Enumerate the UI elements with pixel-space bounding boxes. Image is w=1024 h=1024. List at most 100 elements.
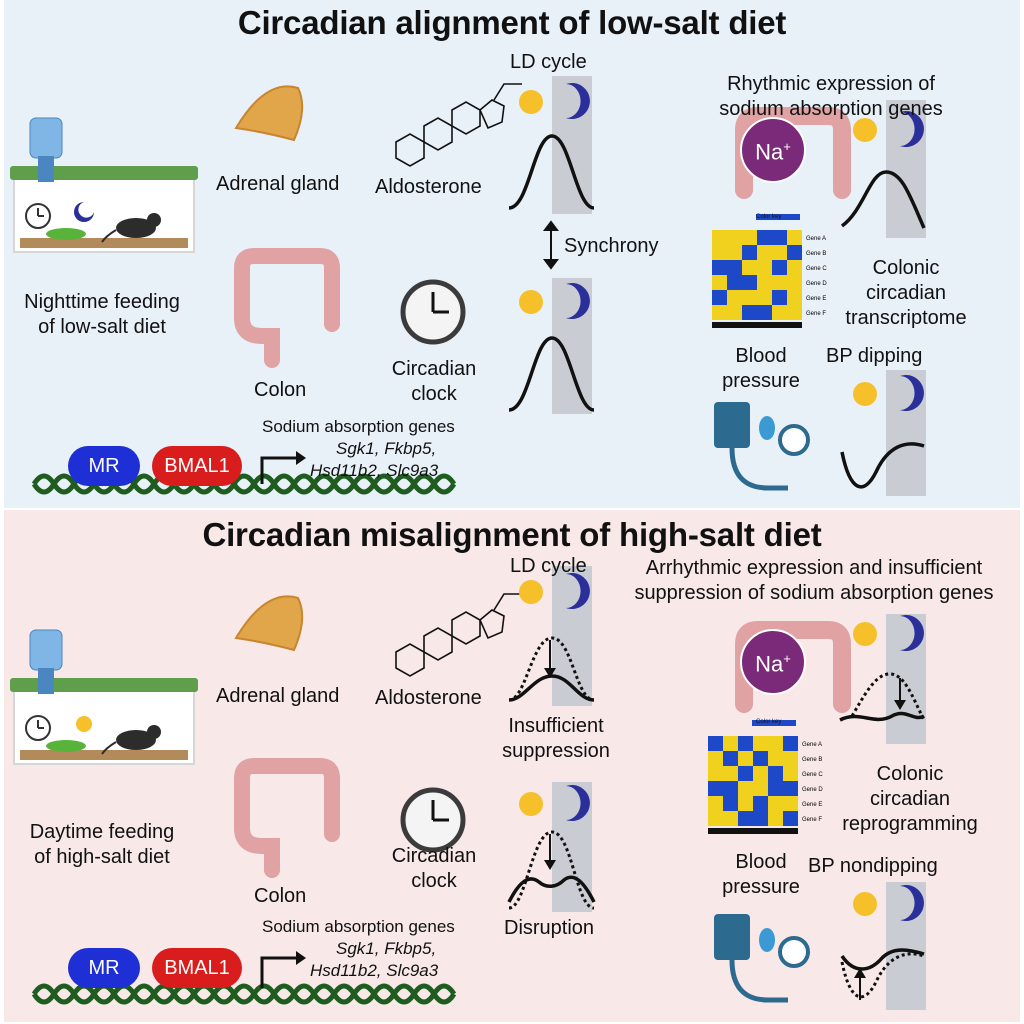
heatmap-cell (708, 766, 723, 781)
heatmap-gene-label: Gene F (802, 817, 822, 823)
heatmap-cell (742, 230, 757, 245)
mr-label: MR (88, 957, 120, 979)
heatmap-cell (753, 766, 768, 781)
heatmap-cell (708, 796, 723, 811)
top-panel: Circadian alignment of low-salt diet (4, 0, 1020, 508)
sodium-label: Na+ (755, 139, 791, 165)
ld-cycle-lower (508, 278, 595, 414)
heatmap-cell (738, 796, 753, 811)
mr-label: MR (88, 455, 120, 477)
heatmap-cell (708, 751, 723, 766)
heatmap-gene-label: Gene F (806, 311, 826, 317)
heatmap-cell (783, 781, 798, 796)
heatmap-cell (757, 245, 772, 260)
heatmap-cell (723, 766, 738, 781)
bp-dipping-label: BP dipping (826, 345, 923, 367)
top-title: Circadian alignment of low-salt diet (237, 4, 787, 41)
blood-pressure-monitor-icon (714, 914, 810, 1003)
heatmap-cell (768, 781, 783, 796)
colon-label: Colon (254, 885, 307, 907)
heatmap-cell (768, 796, 783, 811)
heatmap-cell (723, 811, 738, 826)
heatmap-key-label: Color key (756, 719, 782, 725)
heatmap-cell (742, 290, 757, 305)
heatmap-cell (712, 275, 727, 290)
heatmap-cell (757, 305, 772, 320)
rhythmic-label: Rhythmic expression of sodium absorption… (719, 73, 943, 120)
heatmap-cell (753, 736, 768, 751)
adrenal-gland-icon (234, 595, 304, 652)
circadian-clock-icon (400, 787, 466, 853)
blood-pressure-label: Blood pressure (722, 851, 800, 898)
heatmap-gene-label: Gene B (806, 251, 826, 257)
heatmap-cell (787, 260, 802, 275)
heatmap-cell (738, 736, 753, 751)
sodium-genes-line2: Hsd11b2, Slc9a3 (310, 961, 439, 980)
aldosterone-label: Aldosterone (375, 176, 482, 198)
colon-sodium-icon (735, 621, 851, 713)
bottom-panel: Circadian misalignment of high-salt diet (4, 510, 1020, 1022)
circadian-clock-icon (400, 279, 466, 345)
clock-label: Circadian clock (391, 358, 477, 405)
rhythmic-expression-plot (840, 100, 926, 238)
heatmap-cell (742, 305, 757, 320)
heatmap-cell (772, 230, 787, 245)
heatmap-cell (772, 260, 787, 275)
heatmap-cell (712, 230, 727, 245)
heatmap-cell (768, 751, 783, 766)
heatmap-cell (772, 275, 787, 290)
insufficient-label: Insufficient suppression (502, 715, 610, 762)
colon-icon (234, 758, 340, 878)
heatmap-cell (757, 275, 772, 290)
heatmap-gene-label: Gene D (806, 281, 827, 287)
adrenal-label: Adrenal gland (216, 685, 340, 707)
heatmap-cell (757, 290, 772, 305)
heatmap-cell (738, 751, 753, 766)
heatmap-cell (787, 305, 802, 320)
heatmap-cell (768, 736, 783, 751)
heatmap-cell (787, 290, 802, 305)
ld-cycle-label: LD cycle (510, 51, 587, 73)
dna-helix-icon (31, 983, 457, 1005)
heatmap-cell (708, 736, 723, 751)
sodium-genes-line1: Sgk1, Fkbp5, (336, 939, 437, 958)
adrenal-gland-icon (234, 85, 304, 142)
heatmap-cell (708, 781, 723, 796)
heatmap-gene-label: Gene E (806, 296, 826, 302)
heatmap-cell (787, 230, 802, 245)
mouse-cage-icon (10, 117, 198, 253)
colon-sodium-icon (735, 107, 851, 199)
heatmap-cell (712, 260, 727, 275)
bmal1-label: BMAL1 (164, 957, 230, 979)
bp-dipping-plot (840, 370, 926, 496)
heatmap-cell (712, 290, 727, 305)
ld-cycle-upper (508, 76, 595, 214)
colon-label: Colon (254, 379, 307, 401)
sodium-genes-line2: Hsd11b2, Slc9a3 (310, 461, 439, 480)
colon-icon (234, 248, 340, 368)
aldosterone-label: Aldosterone (375, 687, 482, 709)
heatmap-cell (753, 796, 768, 811)
arrhythmic-expression-plot (839, 614, 926, 744)
blood-pressure-label: Blood pressure (722, 345, 800, 392)
heatmap-cell (783, 796, 798, 811)
transcriptome-label: Colonic circadian transcriptome (845, 257, 967, 329)
heatmap-gene-label: Gene C (806, 266, 827, 272)
heatmap-cell (742, 245, 757, 260)
ld-cycle-disruption-plot (507, 782, 596, 912)
heatmap-cell (753, 751, 768, 766)
heatmap-cell (772, 245, 787, 260)
heatmap-cell (757, 230, 772, 245)
heatmap-cell (723, 736, 738, 751)
heatmap-key-label: Color key (756, 214, 782, 220)
sodium-genes-line1: Sgk1, Fkbp5, (336, 439, 437, 458)
bp-nondipping-label: BP nondipping (808, 855, 938, 877)
mouse-cage-icon (10, 629, 198, 765)
heatmap-cell (727, 260, 742, 275)
heatmap-cell (727, 275, 742, 290)
arrhythmic-label: Arrhythmic expression and insufficient s… (634, 557, 994, 604)
